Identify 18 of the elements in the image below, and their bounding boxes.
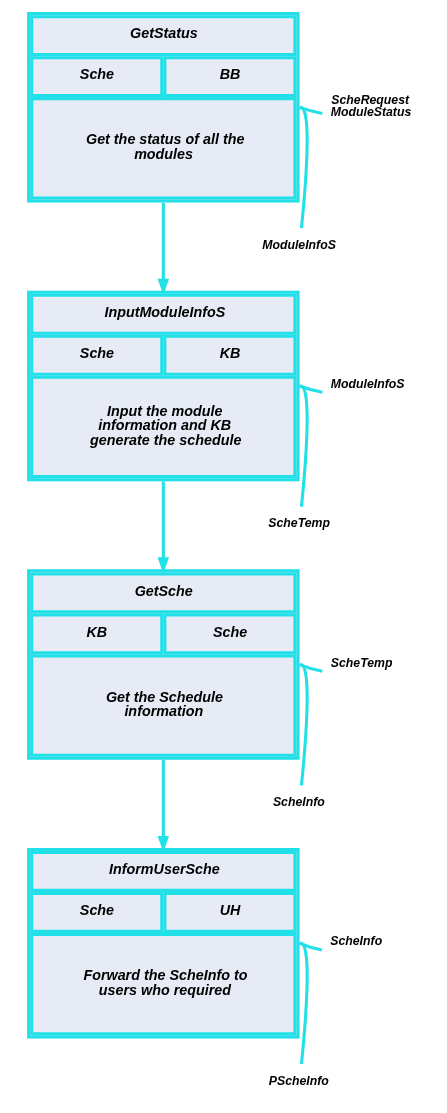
node-text: ScheInfo [330,934,383,949]
connector [299,384,323,394]
connector [299,663,323,673]
arrow [157,481,170,574]
node-text: ModuleInfoS [262,237,336,252]
connector [299,663,309,786]
connector [299,105,323,115]
node-text: ScheTemp [330,655,393,670]
node-text: ScheInfo [272,795,325,810]
node-text: ScheRequest ModuleStatus [330,92,412,120]
node-text: ModuleInfoS [330,377,405,392]
node-text: PScheInfo [268,1073,329,1088]
arrow [157,202,170,296]
connector [299,106,309,229]
connector [298,941,323,952]
node-text: ScheTemp [268,516,330,531]
connector [299,384,309,507]
connector [299,941,309,1065]
